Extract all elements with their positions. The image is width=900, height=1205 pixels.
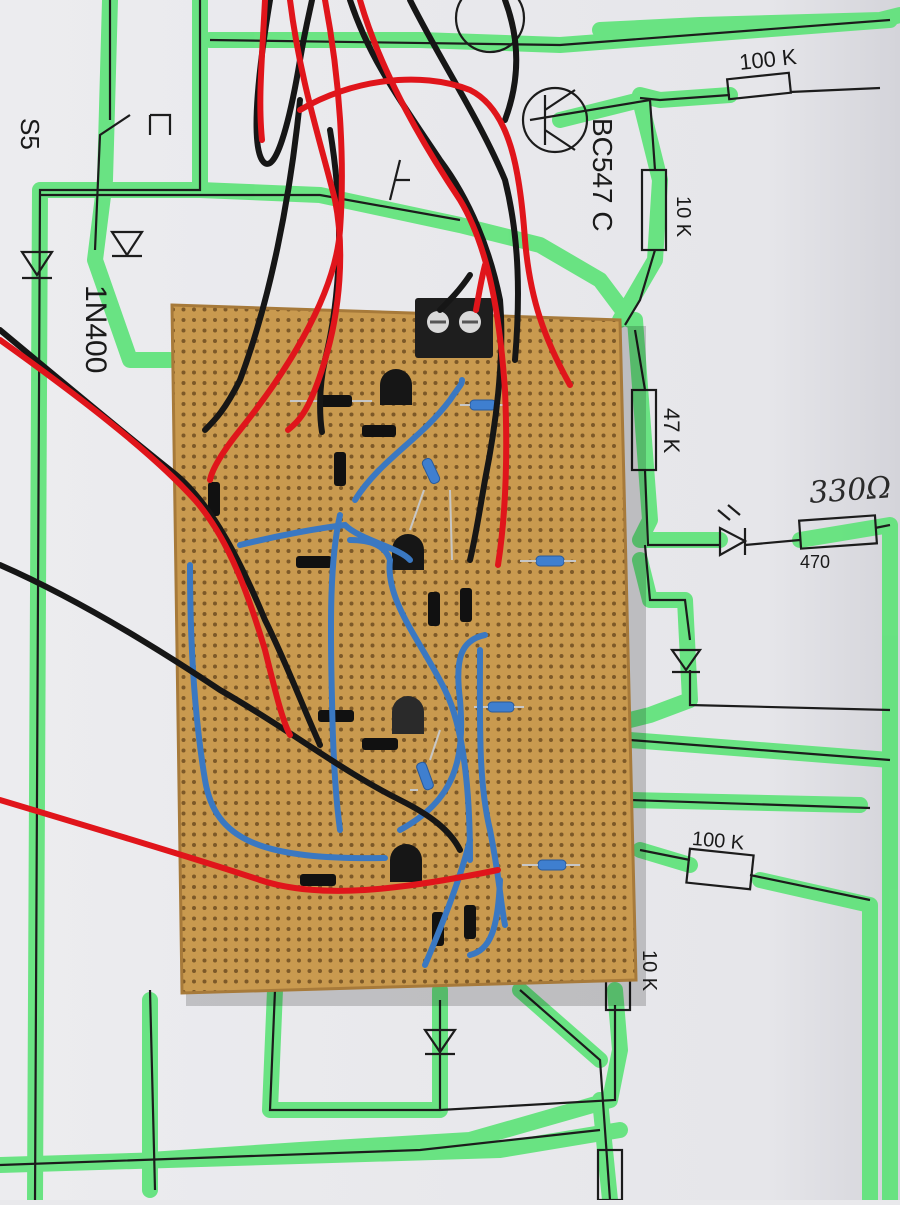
label-bc547c: BC547 C (587, 118, 618, 232)
diode-second (109, 230, 145, 258)
red-wires (0, 0, 573, 894)
resistor-10k-top (640, 168, 668, 252)
led-symbol (718, 526, 748, 557)
diode-right (669, 648, 703, 674)
diode-bottom (422, 1028, 458, 1056)
label-10k-bottom: 10 K (638, 950, 660, 992)
label-1n400: 1N400 (79, 285, 112, 374)
label-s5: S5 (15, 118, 45, 150)
label-470: 470 (800, 552, 831, 572)
resistor-47k (630, 388, 658, 472)
resistor-100k-bottom (685, 847, 755, 891)
resistor-100k-top (725, 71, 793, 101)
blue-jumper-wires (187, 377, 508, 968)
label-47k: 47 K (659, 408, 684, 454)
label-100k-bottom: 100 K (691, 828, 746, 855)
label-10k-top: 10 K (672, 196, 694, 238)
terminal-block (415, 298, 493, 358)
schematic-symbols (19, 0, 879, 1202)
board-components (208, 369, 580, 946)
diode-left (19, 250, 55, 280)
resistor-470 (797, 514, 879, 550)
transistor-symbol (521, 86, 589, 154)
label-330-handwritten: 330Ω (808, 470, 893, 511)
